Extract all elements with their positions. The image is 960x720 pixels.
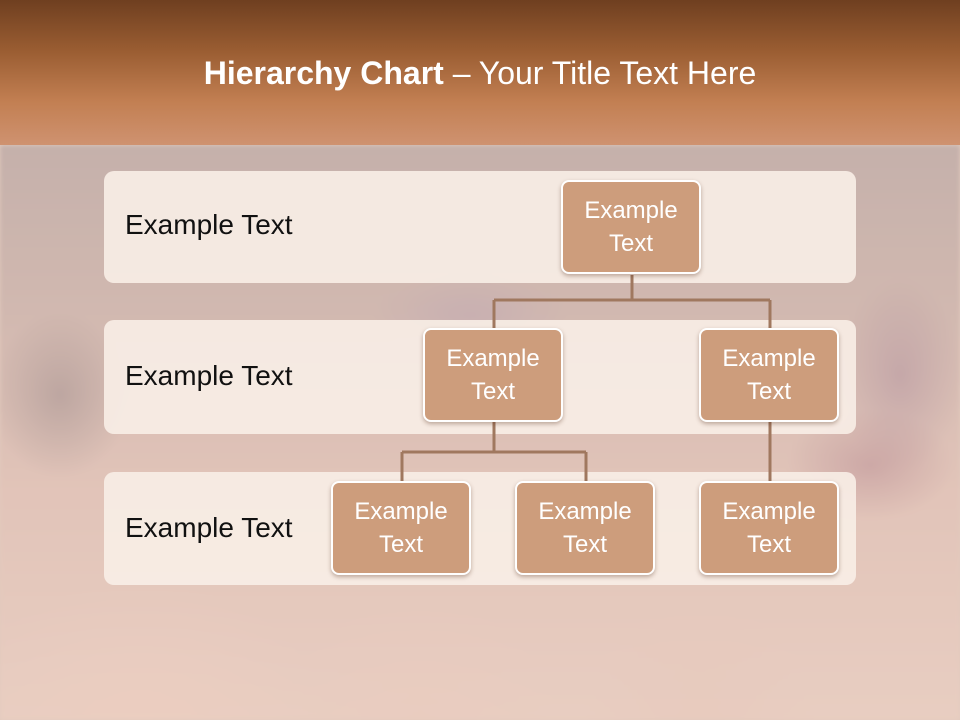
title-rest: – Your Title Text Here xyxy=(443,55,757,91)
node-root[interactable]: Example Text xyxy=(561,180,701,274)
row-label-2: Example Text xyxy=(125,360,293,391)
node-level2-right[interactable]: Example Text xyxy=(699,328,839,422)
row-band-1: Example Text xyxy=(104,171,856,283)
slide-title: Hierarchy Chart – Your Title Text Here xyxy=(204,53,757,92)
node-level2-left[interactable]: Example Text xyxy=(423,328,563,422)
node-level3-middle[interactable]: Example Text xyxy=(515,481,655,575)
title-bar: Hierarchy Chart – Your Title Text Here xyxy=(0,0,960,145)
node-level3-left[interactable]: Example Text xyxy=(331,481,471,575)
title-bold: Hierarchy Chart xyxy=(203,55,444,91)
row-label-1: Example Text xyxy=(125,209,293,240)
node-level3-right[interactable]: Example Text xyxy=(699,481,839,575)
row-label-3: Example Text xyxy=(125,512,293,543)
